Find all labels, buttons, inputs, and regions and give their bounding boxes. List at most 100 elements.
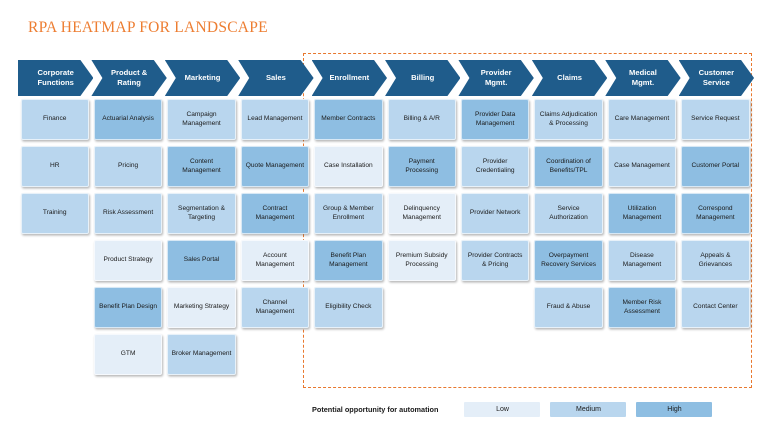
empty-cell [21,287,89,328]
capability-cell[interactable]: Payment Processing [387,146,456,187]
capability-cell[interactable]: HR [20,146,89,187]
header-label: Enrollment [329,73,370,83]
capability-cell[interactable]: Member Risk Assessment [607,287,677,328]
capability-cell[interactable]: Premium Subsidy Processing [387,240,456,281]
legend-swatch-high: High [636,402,713,417]
capability-cell[interactable]: GTM [93,334,163,375]
empty-cell [241,334,309,375]
capability-cell[interactable]: Service Authorization [534,193,603,234]
legend-swatch-low: Low [464,402,541,417]
header-label: Marketing [184,73,221,83]
capability-cell[interactable]: Disease Management [607,240,677,281]
capability-cell[interactable]: Account Management [240,240,310,281]
header-label-line2: Mgmt. [484,78,508,87]
capability-cell[interactable]: Eligibility Check [314,287,383,328]
capability-cell[interactable]: Quote Management [240,146,310,187]
value-chain-header-product[interactable]: Product &Rating [91,60,166,96]
capability-cell[interactable]: Billing & A/R [387,99,456,140]
header-label-line2: Functions [37,78,74,87]
capability-cell[interactable]: Customer Portal [681,146,750,187]
empty-cell [388,334,456,375]
header-label: Sales [265,73,286,83]
header-label: Customer [698,68,735,78]
capability-cell[interactable]: Campaign Management [167,99,236,140]
capability-cell[interactable]: Provider Data Management [460,99,530,140]
capability-cell[interactable]: Benefit Plan Design [93,287,163,328]
empty-cell [534,334,602,375]
capability-cell[interactable]: Content Management [167,146,236,187]
header-label-line2: Rating [117,78,141,87]
legend-title: Potential opportunity for automation [312,405,439,414]
capability-cell[interactable]: Training [20,193,89,234]
capability-cell[interactable]: Contract Management [240,193,310,234]
empty-cell [21,240,89,281]
capability-cell[interactable]: Segmentation & Targeting [167,193,236,234]
value-chain-header-enrollment[interactable]: Enrollment [312,60,387,96]
capability-cell[interactable]: Provider Contracts & Pricing [460,240,530,281]
header-label: Product & [110,68,148,78]
empty-cell [461,334,529,375]
header-label: Billing [411,73,435,83]
capability-cell[interactable]: Risk Assessment [93,193,163,234]
capability-cell[interactable]: Marketing Strategy [167,287,236,328]
empty-cell [461,287,529,328]
capability-cell[interactable]: Member Contracts [314,99,383,140]
capability-cell[interactable]: Claims Adjudication & Processing [534,99,603,140]
capability-cell[interactable]: Sales Portal [167,240,236,281]
capability-cell[interactable]: Finance [20,99,89,140]
capability-cell[interactable]: Case Management [607,146,677,187]
capability-cell[interactable]: Correspond Management [681,193,750,234]
page-title: RPA HEATMAP FOR LANDSCAPE [28,19,268,36]
header-label: Medical [629,68,657,78]
empty-cell [681,334,749,375]
empty-cell [314,334,382,375]
capability-cell[interactable]: Provider Network [460,193,530,234]
capability-cell[interactable]: Utilization Management [607,193,677,234]
capability-cell[interactable]: Product Strategy [93,240,163,281]
header-label-line2: Service [702,78,730,87]
header-label: Claims [557,73,582,83]
header-label-line2: Mgmt. [631,78,655,87]
capability-cell[interactable]: Group & Member Enrollment [314,193,383,234]
capability-cell[interactable]: Service Request [681,99,750,140]
capability-cell[interactable]: Channel Management [240,287,310,328]
value-chain-header-claims[interactable]: Claims [532,60,607,96]
empty-cell [608,334,676,375]
capability-cell[interactable]: Actuarial Analysis [93,99,163,140]
header-label: Provider [480,68,512,78]
empty-cell [388,287,456,328]
capability-cell[interactable]: Appeals & Grievances [681,240,750,281]
capability-cell[interactable]: Broker Management [167,334,236,375]
capability-cell[interactable]: Provider Credentialing [460,146,530,187]
value-chain-header-sales[interactable]: Sales [238,60,313,96]
capability-cell[interactable]: Overpayment Recovery Services [534,240,603,281]
capability-cell[interactable]: Fraud & Abuse [534,287,603,328]
legend: Potential opportunity for automation Low… [312,401,713,418]
capability-cell[interactable]: Coordination of Benefits/TPL [534,146,603,187]
legend-swatch-medium: Medium [550,402,627,417]
capability-cell[interactable]: Benefit Plan Management [314,240,383,281]
capability-cell[interactable]: Lead Management [240,99,310,140]
capability-cell[interactable]: Pricing [93,146,163,187]
capability-cell[interactable]: Contact Center [681,287,750,328]
capability-cell[interactable]: Case Installation [314,146,383,187]
value-chain-header-marketing[interactable]: Marketing [165,60,240,96]
capability-cell[interactable]: Delinquency Management [387,193,456,234]
value-chain-header-billing[interactable]: Billing [385,60,460,96]
capability-cell[interactable]: Care Management [607,99,677,140]
